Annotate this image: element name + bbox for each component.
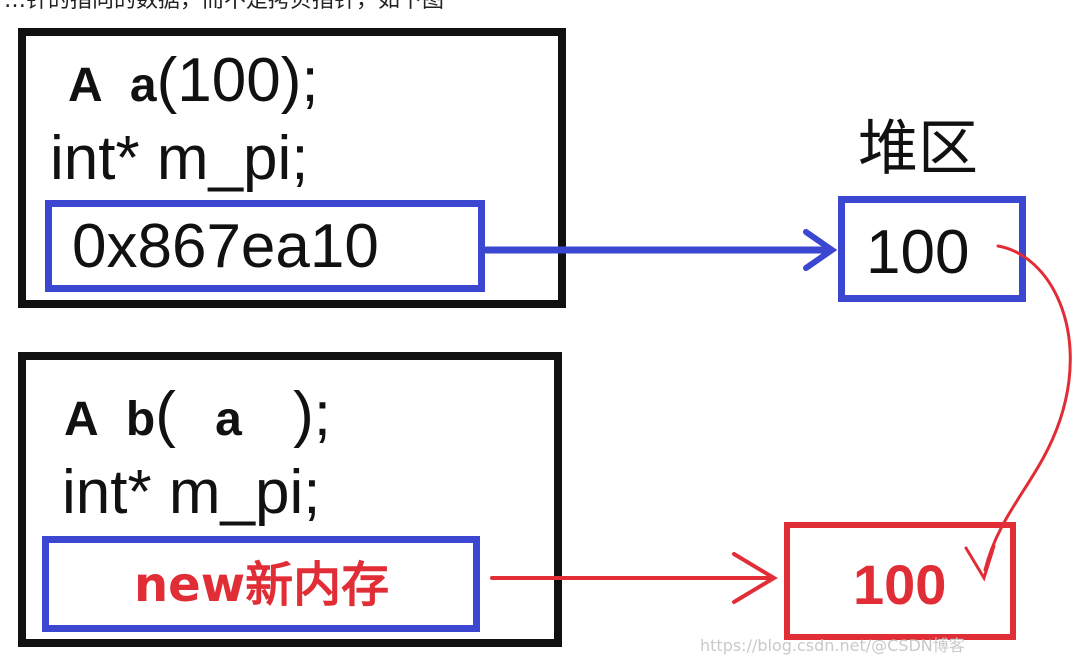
caption-text: …针的指向的数据，而不是拷贝指针，如下图: [0, 0, 1080, 12]
watermark: https://blog.csdn.net/@CSDN博客: [700, 636, 965, 655]
object-a-declaration: A a(100);: [68, 50, 319, 112]
object-b-args-arg: a: [215, 393, 242, 446]
object-a-frame: [18, 28, 566, 308]
object-a-args: (100);: [156, 46, 319, 115]
object-b-pointer-value: new新内存: [134, 557, 390, 613]
object-b-args-open: (: [155, 380, 176, 449]
object-b-type: A: [64, 393, 99, 446]
object-b-pointer-box: [42, 536, 480, 632]
object-b-declaration: A b( a );: [64, 384, 331, 446]
object-a-member: int* m_pi;: [50, 124, 309, 193]
object-a-pointer-box: [45, 200, 485, 292]
object-a-name: a: [129, 59, 157, 112]
object-a-pointer-value: 0x867ea10: [72, 212, 379, 281]
object-b-args-close: );: [293, 380, 331, 449]
object-b-member: int* m_pi;: [62, 458, 321, 527]
object-a-type: A: [68, 59, 103, 112]
heap-cell-b: [784, 522, 1016, 640]
heap-value-b: 100: [853, 553, 947, 616]
heap-label: 堆区: [858, 114, 978, 184]
heap-value-a: 100: [866, 218, 970, 287]
object-b-name: b: [125, 393, 156, 446]
object-b-frame: [18, 352, 562, 647]
